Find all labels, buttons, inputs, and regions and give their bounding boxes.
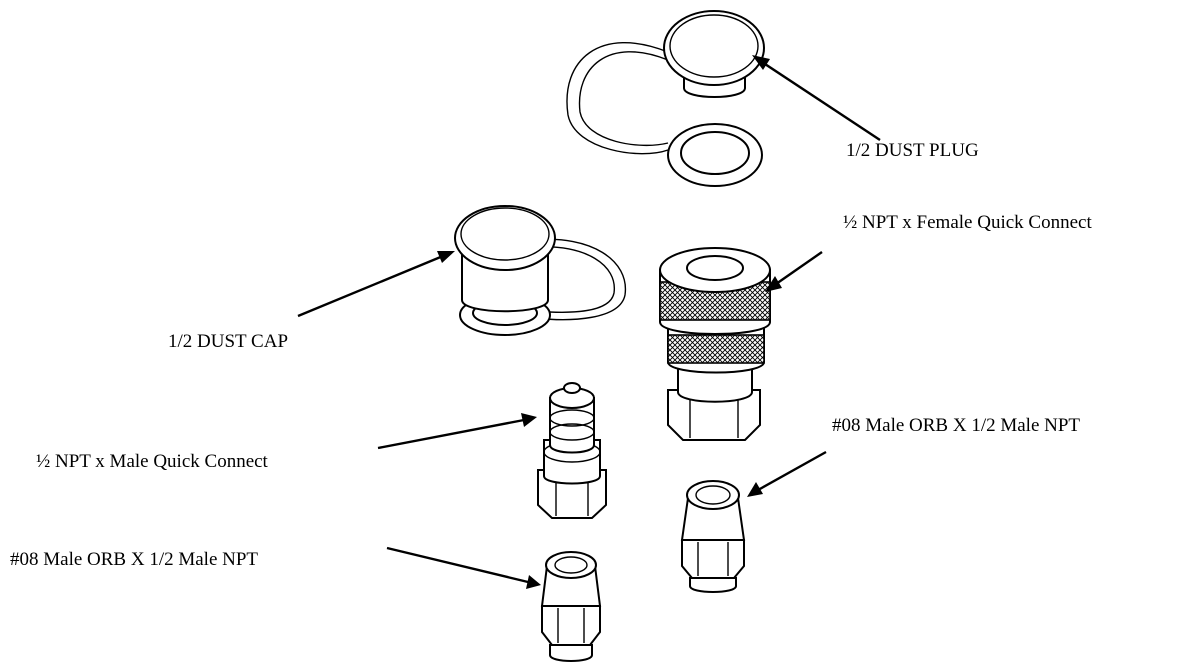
arrow-dust-cap xyxy=(297,254,444,318)
label-dust-plug: 1/2 DUST PLUG xyxy=(846,140,979,161)
adapter-left-part xyxy=(540,551,602,662)
adapter-right-part xyxy=(680,480,746,593)
label-female-quick-connect: ½ NPT x Female Quick Connect xyxy=(843,212,1092,233)
label-dust-cap: 1/2 DUST CAP xyxy=(168,331,289,352)
dust-cap-part xyxy=(454,205,627,336)
arrow-dust-plug-head xyxy=(752,55,770,70)
label-adapter-left: #08 Male ORB X 1/2 Male NPT xyxy=(10,549,259,570)
male-quick-connect-part xyxy=(537,382,607,519)
female-quick-connect-part xyxy=(659,247,771,441)
arrow-male-qc xyxy=(377,418,525,450)
arrow-dust-plug xyxy=(761,60,881,142)
arrow-female-qc-head xyxy=(765,276,782,292)
arrow-male-qc-head xyxy=(521,413,537,427)
arrow-female-qc xyxy=(775,251,823,285)
label-male-quick-connect: ½ NPT x Male Quick Connect xyxy=(36,451,268,472)
arrow-adapter-left-head xyxy=(526,575,541,589)
label-adapter-right: #08 Male ORB X 1/2 Male NPT xyxy=(832,415,1081,436)
arrow-adapter-left xyxy=(386,546,529,584)
dust-plug-part xyxy=(566,10,765,187)
arrow-adapter-right xyxy=(757,450,827,492)
arrow-adapter-right-head xyxy=(747,482,763,497)
leader-arrows xyxy=(297,55,881,589)
arrow-dust-cap-head xyxy=(437,251,455,263)
